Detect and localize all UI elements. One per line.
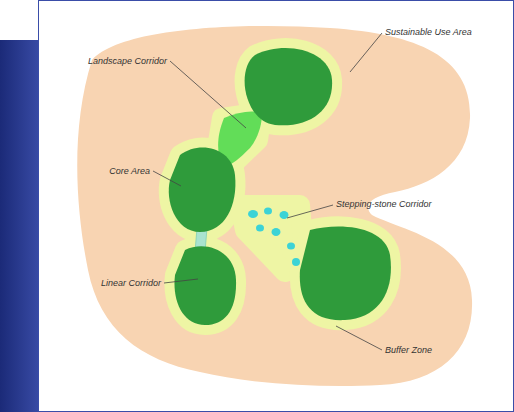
- callout-label: Buffer Zone: [385, 345, 432, 356]
- callout-label: Linear Corridor: [101, 278, 161, 289]
- leader-line: [153, 33, 382, 350]
- callout-label: Sustainable Use Area: [385, 27, 472, 38]
- callout-label: Stepping-stone Corridor: [336, 199, 432, 210]
- side-panel: [0, 40, 42, 412]
- callout-label: Core Area: [109, 166, 150, 177]
- sustainable-use-area: [77, 26, 472, 386]
- picture-border: [39, 1, 514, 412]
- callout-label: Landscape Corridor: [88, 56, 167, 67]
- buffer-zone: [169, 48, 391, 325]
- picture-ground: [38, 0, 514, 412]
- core-area: [169, 48, 391, 325]
